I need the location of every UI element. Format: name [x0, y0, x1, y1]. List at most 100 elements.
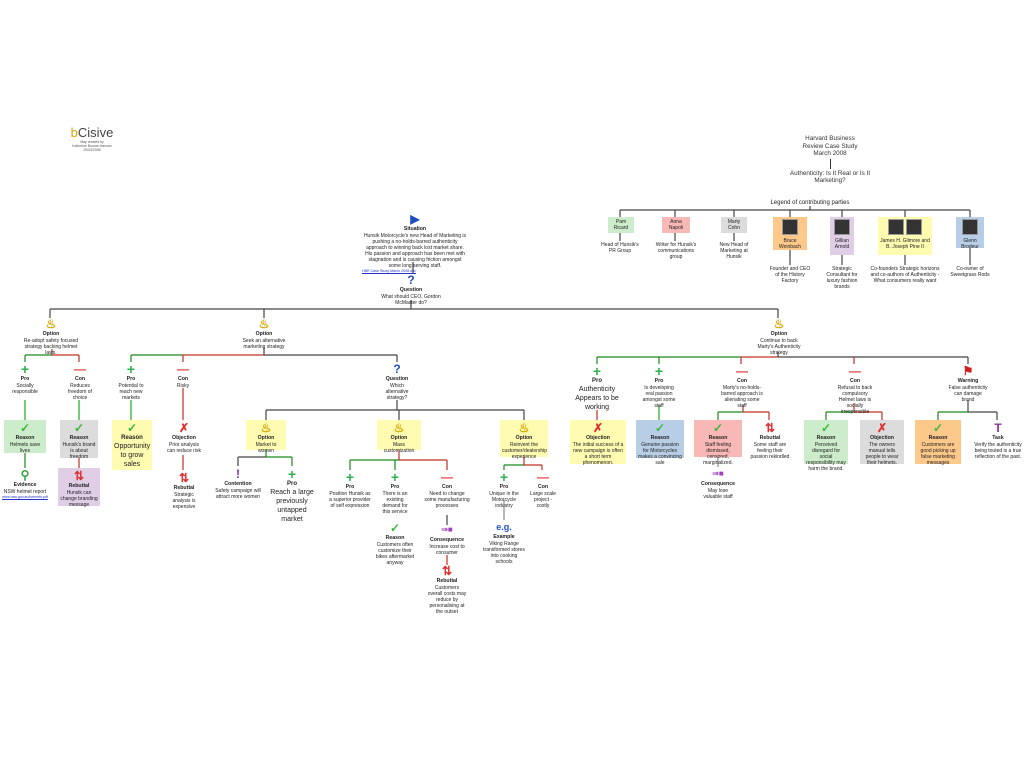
- checkmark-icon: ✓: [73, 421, 85, 435]
- task-icon: T: [994, 421, 1002, 435]
- legend-party[interactable]: Marty Cohn: [721, 217, 747, 233]
- node-text: Customers often customize their bikes af…: [375, 542, 415, 566]
- node-type: Consequence: [429, 537, 464, 543]
- legend-party[interactable]: Glenn Brodeur: [956, 217, 984, 250]
- exclamation-icon: !: [236, 467, 240, 481]
- node-type: Example: [493, 534, 515, 540]
- title-date: March 2008: [813, 150, 847, 158]
- party-role: Strategic Consultant for luxury fashion …: [826, 266, 858, 290]
- node-type: Task: [992, 435, 1004, 441]
- node-type: Pro: [345, 484, 355, 490]
- node-text: Socially responsible: [12, 383, 38, 395]
- party-role: Co-founders Strategic horizons and co-au…: [870, 266, 940, 284]
- title-subject: Marketing?: [814, 177, 846, 185]
- node-text: Reduces freedom of choice: [68, 383, 92, 401]
- node-text: Marty's no-holds-barred approach is alie…: [721, 385, 763, 409]
- plus-icon: +: [592, 363, 602, 379]
- situation-document-link[interactable]: HBR Case Study March 2008.doc: [362, 269, 416, 273]
- node-text: The initial success of a new campaign is…: [572, 442, 624, 466]
- node-text: Market to women: [255, 442, 277, 454]
- node-text: Customers are good picking up false mark…: [920, 442, 956, 466]
- party-name: James H. Gilmore and B. Joseph Pine II: [880, 238, 930, 250]
- node-type: Option: [255, 331, 273, 337]
- minus-icon: —: [736, 364, 748, 378]
- node-type: Con: [177, 376, 189, 382]
- plus-icon: +: [499, 469, 509, 485]
- legend-party[interactable]: James H. Gilmore and B. Joseph Pine II: [878, 217, 932, 255]
- node-type: Reason: [385, 535, 405, 541]
- legend-party[interactable]: Gillian Arnold: [830, 217, 854, 255]
- plus-icon: +: [287, 466, 297, 482]
- checkmark-icon: ✓: [654, 421, 666, 435]
- node-type: Objection: [870, 435, 894, 441]
- party-photo: [834, 219, 850, 235]
- node-text: Opportunity to grow sales: [114, 443, 151, 468]
- node-type: Reason: [15, 435, 35, 441]
- node-type: Reason: [650, 435, 670, 441]
- consequence-icon: ⇒■: [712, 469, 724, 478]
- question-node[interactable]: ? Question What should CEO, Gordon McMas…: [368, 272, 454, 308]
- minus-icon: —: [849, 364, 861, 378]
- logo-date: 20/03/2008: [83, 148, 101, 152]
- node-type: Rebuttal: [436, 578, 458, 584]
- node-type: Con: [441, 484, 453, 490]
- rebuttal-icon: ⇅: [73, 469, 85, 483]
- legend-party[interactable]: Anna Napoli: [662, 217, 690, 233]
- situation-node[interactable]: ▶ Situation Hunsik Motorcycle's new Head…: [360, 211, 470, 276]
- magnifier-icon: ⚲: [20, 468, 30, 482]
- party-role: New Head of Marketing at Hunsik: [719, 242, 749, 260]
- node-type: Rebuttal: [759, 435, 781, 441]
- legend-party[interactable]: Bruce Weinbach: [773, 217, 807, 250]
- node-type: Pro: [390, 484, 400, 490]
- legend-party[interactable]: Pam Ricard: [608, 217, 634, 233]
- plus-icon: +: [20, 361, 30, 377]
- evidence-link[interactable]: www.nsw.gov.au/helmets.pdf: [2, 495, 48, 499]
- party-photo: [962, 219, 978, 235]
- cross-icon: ✗: [876, 421, 888, 435]
- title-line: Harvard Business: [805, 135, 855, 142]
